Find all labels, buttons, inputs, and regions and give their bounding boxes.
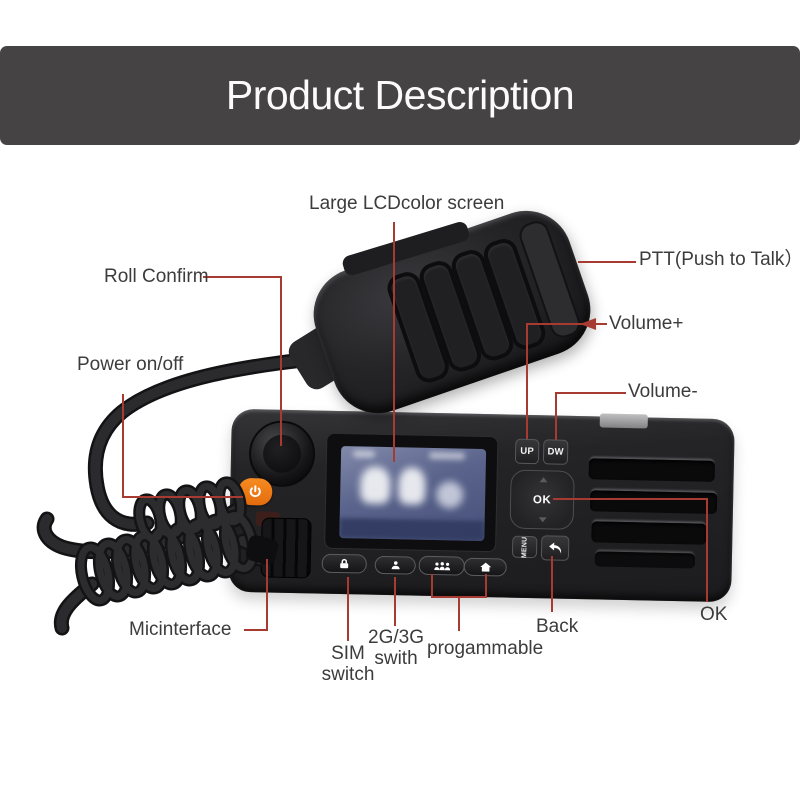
label-network-switch: 2G/3G swith: [368, 627, 424, 669]
bell-icon: [398, 467, 426, 505]
ok-key: OK: [509, 469, 575, 530]
down-key: DW: [542, 439, 569, 465]
group-icon: [433, 561, 450, 570]
menu-key: MENU: [511, 535, 538, 559]
banner: Product Description: [0, 46, 800, 145]
mount-clip: [599, 413, 648, 429]
label-power: Power on/off: [77, 354, 184, 375]
programmable-key-2: [463, 557, 507, 577]
label-roll-confirm: Roll Confirm: [104, 266, 209, 287]
screen-status-blur: [428, 451, 466, 460]
page-title: Product Description: [225, 72, 575, 118]
back-arrow-icon: [549, 542, 562, 554]
lcd-screen: [339, 446, 487, 542]
chevron-down-icon: [538, 517, 547, 523]
speaker-slot: [594, 551, 696, 569]
label-volume-down: Volume-: [628, 381, 698, 402]
lcd-bezel: [324, 432, 499, 553]
home-icon: [479, 562, 491, 572]
label-ok: OK: [700, 604, 728, 625]
circle-icon: [435, 481, 464, 509]
screen-status-blur: [352, 450, 376, 458]
screen-bottom-bar: [339, 518, 485, 542]
mic-interface-connector: [260, 517, 312, 579]
label-sim-switch: SIM switch: [321, 643, 375, 685]
speaker-slot: [588, 458, 715, 482]
contact-icon: [391, 561, 400, 570]
speaker-slot: [591, 521, 707, 545]
label-lcd-screen: Large LCDcolor screen: [309, 193, 505, 214]
chevron-up-icon: [539, 477, 548, 483]
power-button: [237, 477, 273, 506]
label-ptt: PTT(Push to Talk）: [639, 249, 800, 270]
power-icon: [249, 484, 261, 497]
speaker-slot: [589, 490, 718, 514]
network-switch-key: [374, 555, 416, 575]
mobile-radio: UP DW OK MENU: [228, 408, 735, 603]
programmable-key-1: [418, 555, 465, 576]
back-key: [540, 535, 570, 561]
label-mic-interface: Micinterface: [129, 619, 232, 640]
speaker-microphone: [301, 198, 603, 426]
bell-icon: [360, 466, 391, 505]
lock-icon: [340, 558, 349, 569]
sim-switch-key: [321, 553, 367, 574]
label-volume-up: Volume+: [609, 313, 684, 334]
up-key: UP: [514, 438, 540, 465]
label-back: Back: [536, 616, 579, 637]
power-line: [122, 394, 243, 498]
label-programmable: progammable: [427, 638, 544, 659]
